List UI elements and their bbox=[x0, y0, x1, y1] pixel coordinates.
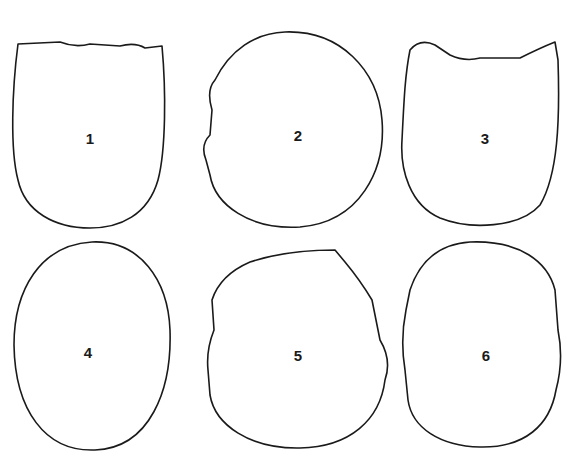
outline-shape: 3 bbox=[398, 36, 562, 232]
outline-shape: 5 bbox=[204, 246, 396, 452]
shape-outline-path bbox=[403, 242, 561, 447]
outline-shape: 1 bbox=[10, 38, 168, 232]
outline-shape: 2 bbox=[200, 28, 388, 232]
shape-number: 2 bbox=[294, 128, 302, 143]
shape-outline-path bbox=[14, 242, 170, 450]
shape-number: 6 bbox=[482, 348, 490, 363]
shape-outline bbox=[10, 238, 176, 454]
shape-number: 1 bbox=[86, 131, 94, 146]
shape-outline bbox=[398, 36, 562, 232]
shape-number: 3 bbox=[481, 131, 489, 146]
shape-outline-path bbox=[13, 42, 165, 228]
shape-number: 4 bbox=[84, 345, 92, 360]
shape-outline bbox=[398, 238, 564, 452]
shape-outline-path bbox=[204, 32, 383, 227]
shape-outline-path bbox=[208, 250, 388, 448]
shape-outline-path bbox=[402, 42, 559, 225]
shape-number: 5 bbox=[294, 348, 302, 363]
outline-shape: 4 bbox=[10, 238, 176, 454]
outline-shape: 6 bbox=[398, 238, 564, 452]
